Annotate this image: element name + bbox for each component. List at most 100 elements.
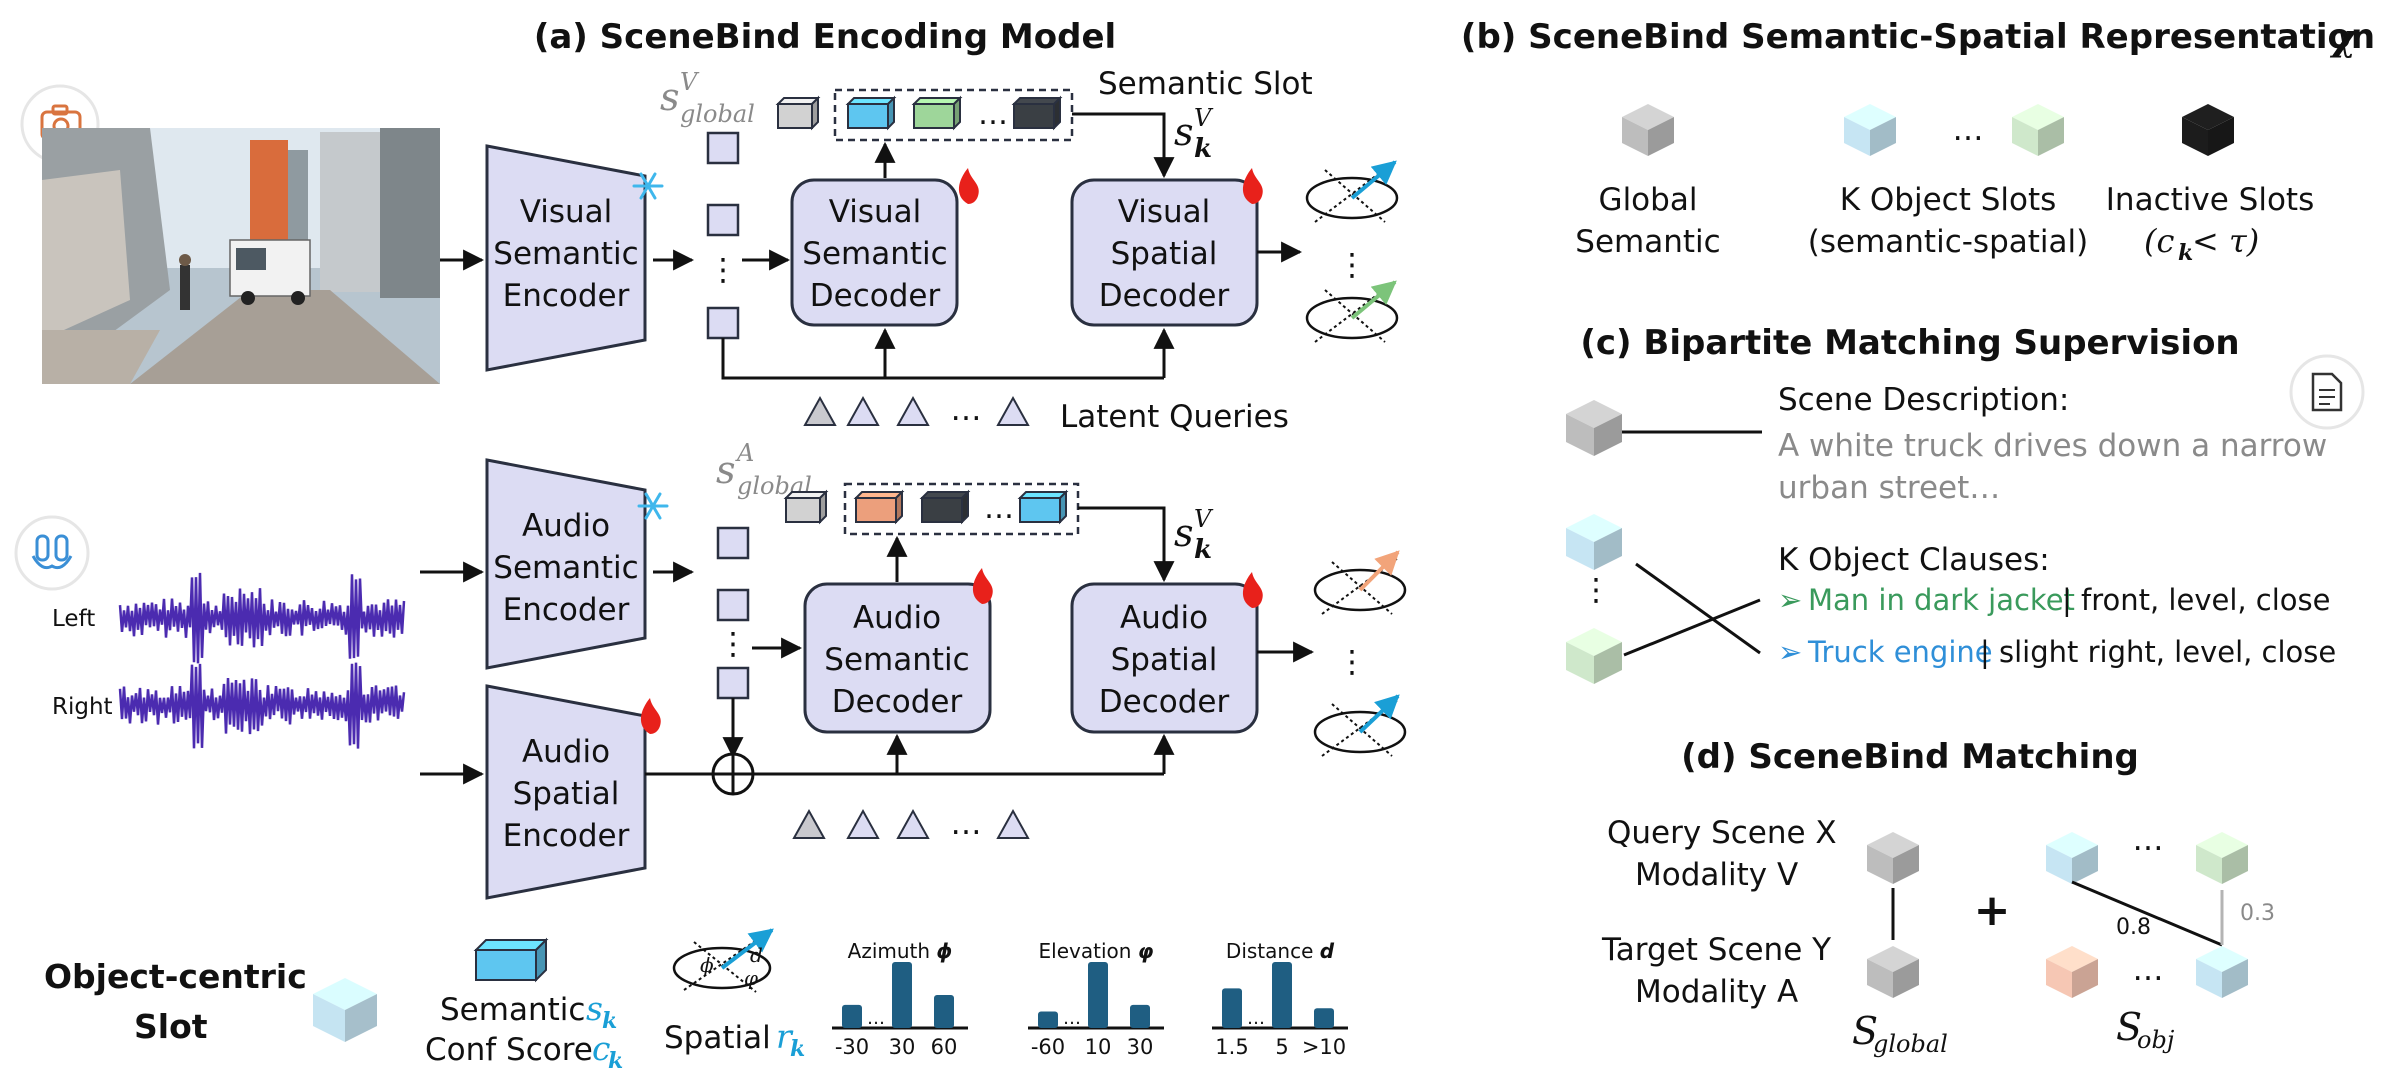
global-semantic-label: Global Semantic: [1575, 182, 1720, 260]
svg-text:S: S: [2116, 1005, 2142, 1049]
panel-d-ellipsis-top: …: [2133, 822, 2164, 858]
svg-text:k: k: [1194, 134, 1212, 164]
semantic-slab: [473, 937, 549, 983]
audio-semantic-encoder: Audio Semantic Encoder: [485, 458, 647, 670]
object-slot-cube: [1844, 104, 1896, 156]
target-global-cube: [1867, 946, 1919, 998]
object-cube: [1566, 514, 1622, 570]
svg-text:Semantic: Semantic: [824, 642, 969, 678]
svg-text:Spatial: Spatial: [513, 776, 620, 812]
panel-c-title: (c) Bipartite Matching Supervision: [1580, 323, 2239, 363]
s-obj-symbol: S obj: [2116, 1005, 2175, 1054]
query-object-cube: [2196, 832, 2248, 884]
svg-text:Decoder: Decoder: [810, 278, 941, 314]
svg-text:Query Scene X: Query Scene X: [1607, 815, 1837, 851]
s-global-v-label: s V global: [660, 68, 755, 128]
audio-spatial-decoder: Audio Spatial Decoder: [1070, 582, 1259, 734]
histogram-bar: [892, 962, 912, 1028]
global-slot-cube: [775, 95, 821, 131]
svg-text:Audio: Audio: [1120, 600, 1208, 636]
panel-d-ellipsis-bottom: …: [2133, 952, 2164, 988]
histogram-tick: -30: [835, 1035, 869, 1059]
svg-text:Semantic: Semantic: [802, 236, 947, 272]
visual-latent-queries: …: [803, 392, 1030, 428]
audio-slots: …: [783, 489, 1069, 526]
clause-2: ➢ Truck engine | slight right, level, cl…: [1778, 635, 2336, 669]
svg-text:K Object Slots: K Object Slots: [1840, 182, 2057, 218]
object-slot-cube: [2012, 104, 2064, 156]
svg-text:Audio: Audio: [853, 600, 941, 636]
inactive-slots-label: Inactive Slots (c k < τ): [2106, 182, 2314, 266]
svg-text:➢: ➢: [1778, 635, 1802, 669]
query-scene-label: Query Scene X Modality V: [1607, 815, 1837, 893]
fire-icon: [1242, 168, 1263, 204]
panel-b-ellipsis: …: [1953, 112, 1984, 148]
histogram-title: Distance d: [1226, 939, 1335, 963]
slot-cube: [313, 978, 377, 1042]
audio-semantic-decoder: Audio Semantic Decoder: [803, 582, 992, 734]
svg-text:Encoder: Encoder: [503, 278, 630, 314]
svg-text:S: S: [1852, 1009, 1878, 1053]
histogram-bar: [1314, 1008, 1334, 1028]
svg-text:k: k: [790, 1036, 805, 1062]
svg-text:⋮: ⋮: [718, 626, 749, 662]
right-waveform: [118, 662, 406, 749]
histogram-bar: [842, 1004, 862, 1028]
legend-slot-cube: [313, 978, 377, 1042]
object-clauses-label: K Object Clauses:: [1778, 542, 2050, 578]
object-centric-slot-title: Object-centric: [44, 957, 307, 996]
obj-match-line-strong: [2071, 880, 2223, 947]
s-k-v-bottom-label: s V k: [1174, 505, 1214, 565]
scene-description-line-2: urban street…: [1778, 470, 2000, 506]
histogram-bar: [934, 995, 954, 1028]
svg-text:k: k: [608, 1048, 623, 1074]
target-object-cube: [2046, 946, 2098, 998]
visual-spatial-decoder: Visual Spatial Decoder: [1070, 178, 1259, 327]
histogram-tick: 30: [1127, 1035, 1154, 1059]
latent-queries-label: Latent Queries: [1060, 399, 1289, 435]
svg-text:Encoder: Encoder: [503, 818, 630, 854]
svg-text:Semantic: Semantic: [440, 992, 585, 1028]
histogram-title: Elevation φ: [1039, 939, 1154, 963]
histogram-bar: [1222, 988, 1242, 1028]
visual-spatial-output-1: [1305, 160, 1399, 223]
scene-description-line-1: A white truck drives down a narrow: [1778, 428, 2327, 464]
document-icon: [2289, 354, 2365, 430]
fire-icon: [972, 568, 993, 604]
svg-text:χ: χ: [2329, 17, 2358, 59]
visual-slots: …: [775, 95, 1063, 132]
legend-spatial-label: Spatial r k: [664, 1017, 805, 1062]
histogram-ellipsis: …: [867, 1008, 885, 1029]
legend-conf-label: Conf Score c k: [425, 1029, 623, 1074]
target-scene-label: Target Scene Y Modality A: [1601, 932, 1831, 1010]
street-scene-image: [42, 128, 440, 384]
panel-a-title: (a) SceneBind Encoding Model: [534, 17, 1116, 57]
svg-text:V: V: [680, 68, 700, 96]
audio-latent-queries: …: [792, 806, 1030, 842]
panel-c-vdots: ⋮: [1581, 572, 1612, 608]
scene-cube: [1566, 400, 1622, 456]
slot-ellipsis: …: [978, 97, 1008, 132]
svg-text:s: s: [716, 448, 736, 492]
global-semantic-cube: [1622, 104, 1674, 156]
k-object-slots-label: K Object Slots (semantic-spatial): [1808, 182, 2088, 260]
weight-weak: 0.3: [2240, 901, 2275, 926]
svg-text:…: …: [951, 392, 982, 428]
histogram-tick: 10: [1085, 1035, 1112, 1059]
inactive-slot-cube: [2182, 104, 2234, 156]
svg-text:Decoder: Decoder: [1099, 278, 1230, 314]
svg-text:c: c: [592, 1029, 610, 1068]
histogram-ellipsis: …: [1063, 1008, 1081, 1029]
svg-text:Visual: Visual: [1118, 194, 1211, 230]
histogram-tick: 1.5: [1215, 1035, 1248, 1059]
semantic-slot-cube: [911, 95, 963, 131]
snowflake-icon: [637, 492, 669, 520]
visual-semantic-encoder: Visual Semantic Encoder: [485, 144, 647, 372]
global-slot-cube: [783, 489, 829, 525]
semantic-slot-label: Semantic Slot: [1098, 66, 1313, 102]
